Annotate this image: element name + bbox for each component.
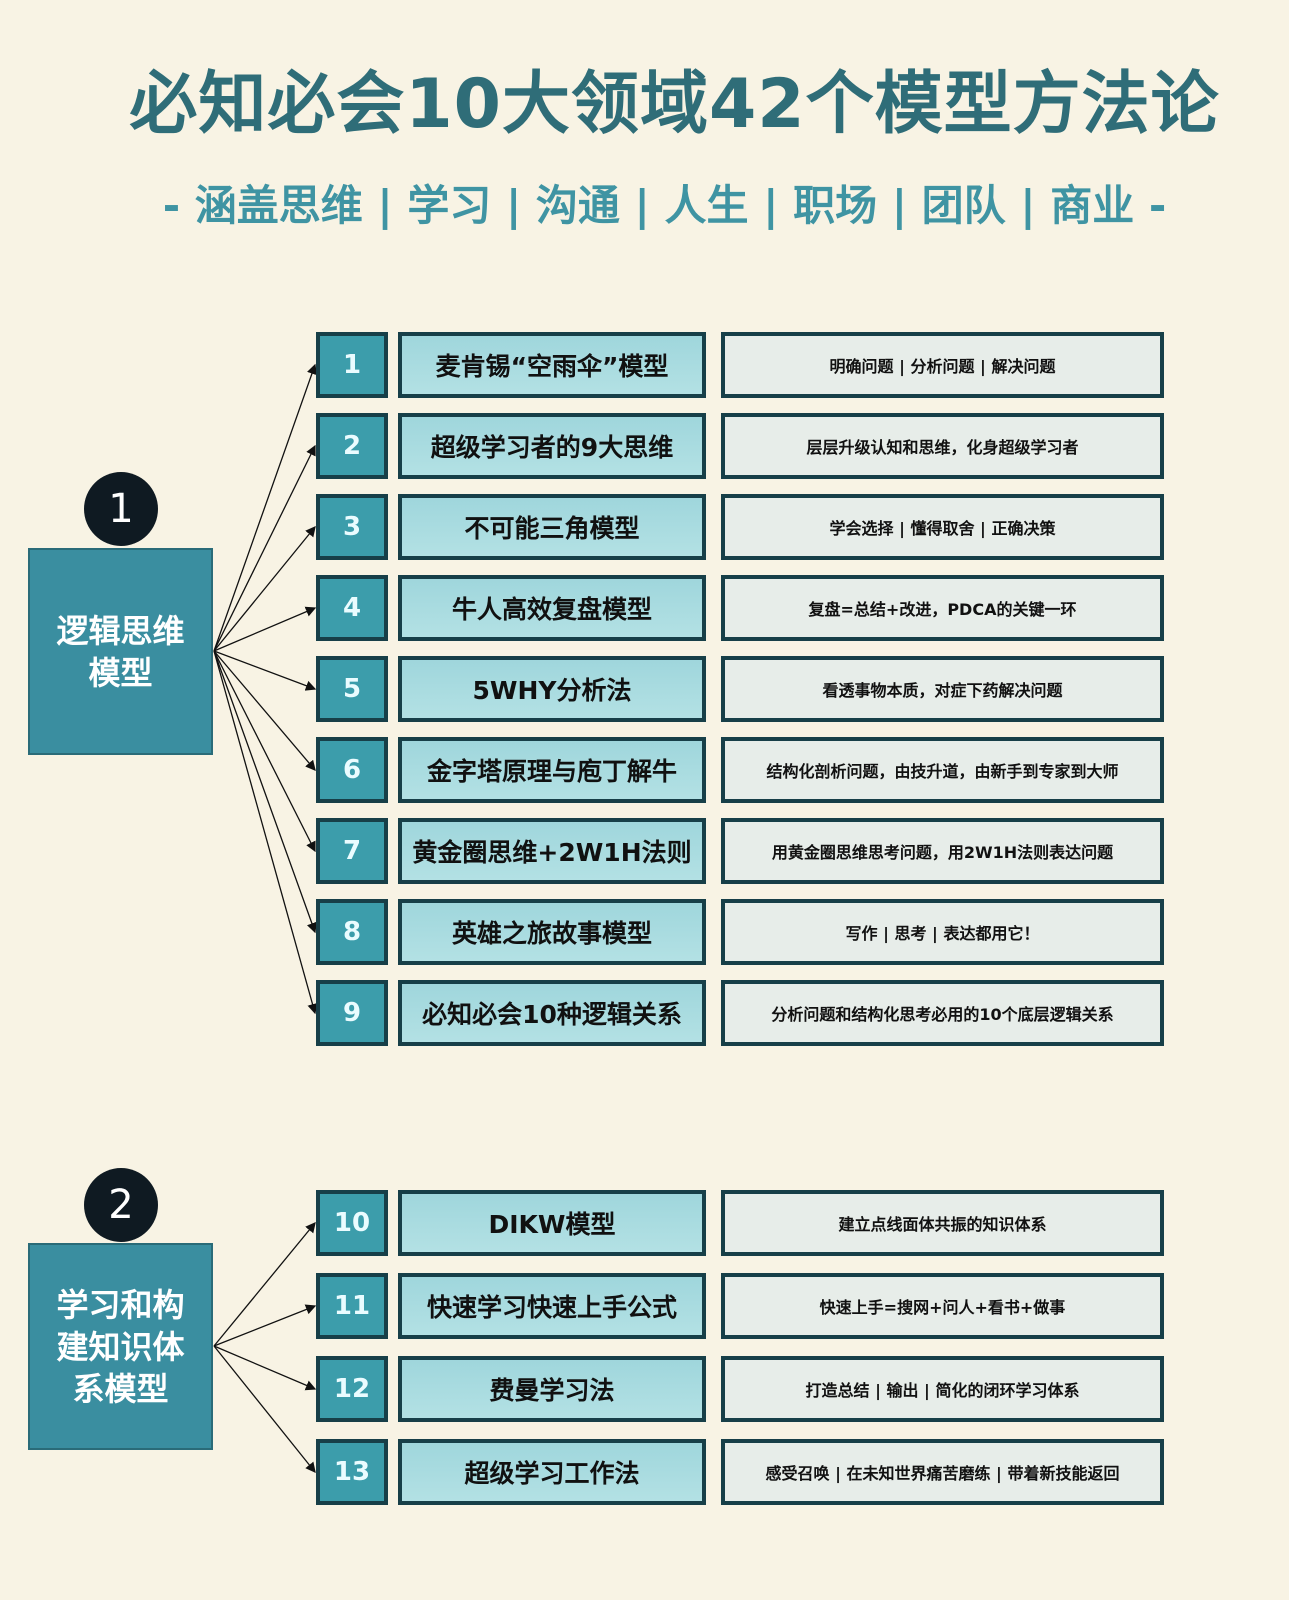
connector-arrow [213,1221,316,1347]
model-description: 学会选择 | 懂得取舍 | 正确决策 [721,494,1164,560]
model-number: 12 [316,1356,388,1422]
model-name: 牛人高效复盘模型 [398,575,706,641]
connector-arrow [213,1345,317,1391]
model-number: 13 [316,1439,388,1505]
model-name: 必知必会10种逻辑关系 [398,980,706,1046]
connector-arrow [213,650,316,771]
model-description: 感受召唤 | 在未知世界痛苦磨练 | 带着新技能返回 [721,1439,1164,1505]
model-description: 分析问题和结构化思考必用的10个底层逻辑关系 [721,980,1164,1046]
connector-arrow [213,1345,316,1474]
model-name: 超级学习工作法 [398,1439,706,1505]
model-number: 4 [316,575,388,641]
model-description: 明确问题 | 分析问题 | 解决问题 [721,332,1164,398]
model-description: 建立点线面体共振的知识体系 [721,1190,1164,1256]
model-name: 5WHY分析法 [398,656,706,722]
connector-arrow [213,650,317,934]
model-description: 用黄金圈思维思考问题，用2W1H法则表达问题 [721,818,1164,884]
model-number: 10 [316,1190,388,1256]
connector-arrow [213,650,317,691]
group-category-box: 学习和构建知识体系模型 [28,1243,213,1450]
connector-arrow [213,444,316,652]
page-title: 必知必会10大领域42个模型方法论 [129,65,1220,144]
model-number: 6 [316,737,388,803]
model-description: 看透事物本质，对症下药解决问题 [721,656,1164,722]
group-label: 学习和构建知识体系模型 [56,1285,185,1408]
model-description: 结构化剖析问题，由技升道，由新手到专家到大师 [721,737,1164,803]
model-name: 快速学习快速上手公式 [398,1273,706,1339]
connector-arrow [213,363,317,652]
group-number-badge: 1 [84,472,158,546]
model-number: 7 [316,818,388,884]
connector-arrow [213,606,317,652]
model-description: 复盘=总结+改进，PDCA的关键一环 [721,575,1164,641]
model-number: 11 [316,1273,388,1339]
model-number: 8 [316,899,388,965]
model-number: 2 [316,413,388,479]
model-description: 层层升级认知和思维，化身超级学习者 [721,413,1164,479]
model-description: 快速上手=搜网+问人+看书+做事 [721,1273,1164,1339]
model-name: 麦肯锡“空雨伞”模型 [398,332,706,398]
group-category-box: 逻辑思维模型 [28,548,213,755]
model-name: 费曼学习法 [398,1356,706,1422]
model-name: 超级学习者的9大思维 [398,413,706,479]
connector-arrow [213,1304,317,1347]
group-label: 逻辑思维模型 [56,611,185,692]
model-description: 打造总结 | 输出 | 简化的闭环学习体系 [721,1356,1164,1422]
connector-arrow [213,525,316,652]
model-number: 3 [316,494,388,560]
page-subtitle: - 涵盖思维 | 学习 | 沟通 | 人生 | 职场 | 团队 | 商业 - [162,181,1167,230]
group-number-badge: 2 [84,1168,158,1242]
model-number: 9 [316,980,388,1046]
model-name: 金字塔原理与庖丁解牛 [398,737,706,803]
model-description: 写作 | 思考 | 表达都用它！ [721,899,1164,965]
connector-arrow [213,650,318,1015]
model-number: 1 [316,332,388,398]
model-name: 不可能三角模型 [398,494,706,560]
model-number: 5 [316,656,388,722]
connector-arrow [213,650,316,853]
model-name: DIKW模型 [398,1190,706,1256]
model-name: 黄金圈思维+2W1H法则 [398,818,706,884]
model-name: 英雄之旅故事模型 [398,899,706,965]
